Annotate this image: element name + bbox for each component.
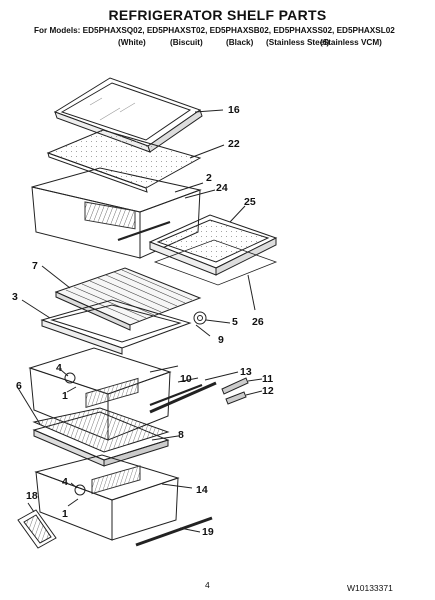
callout-13: 13 bbox=[240, 366, 252, 378]
part-3-frame bbox=[21, 299, 231, 355]
part-18-card bbox=[17, 502, 57, 549]
callout-2: 2 bbox=[206, 172, 212, 184]
callout-3: 3 bbox=[12, 291, 18, 303]
document-number: W10133371 bbox=[347, 583, 393, 593]
part-7-shelf bbox=[41, 265, 202, 331]
color-black: (Black) bbox=[226, 38, 254, 47]
callout-7: 7 bbox=[32, 260, 38, 272]
part-25-shelf bbox=[148, 205, 278, 311]
callout-6: 6 bbox=[16, 380, 22, 392]
color-biscuit: (Biscuit) bbox=[170, 38, 203, 47]
color-white: (White) bbox=[118, 38, 146, 47]
part-14-drawer bbox=[34, 454, 193, 541]
callout-12: 12 bbox=[262, 385, 274, 397]
callout-5: 5 bbox=[232, 316, 238, 328]
callout-26: 26 bbox=[252, 316, 264, 328]
models-line: For Models: ED5PHAXSQ02, ED5PHAXST02, ED… bbox=[34, 26, 395, 35]
callout-10: 10 bbox=[180, 373, 192, 385]
callout-9: 9 bbox=[218, 334, 224, 346]
callout-11: 11 bbox=[262, 373, 274, 385]
page-title: REFRIGERATOR SHELF PARTS bbox=[108, 7, 327, 23]
part-22-glass bbox=[46, 129, 225, 193]
callout-4a: 4 bbox=[56, 362, 62, 374]
callout-1b: 1 bbox=[62, 508, 68, 520]
callout-22: 22 bbox=[228, 138, 240, 150]
callout-1a: 1 bbox=[62, 390, 68, 402]
part-19-rail bbox=[135, 516, 213, 547]
page-number: 4 bbox=[205, 580, 210, 590]
callout-18: 18 bbox=[26, 490, 38, 502]
color-vcm: (Stainless VCM) bbox=[320, 38, 382, 47]
part-6-shelf bbox=[17, 387, 179, 467]
callout-8: 8 bbox=[178, 429, 184, 441]
part-13-slide bbox=[149, 371, 263, 414]
callout-19: 19 bbox=[202, 526, 214, 538]
color-stainless: (Stainless Steel) bbox=[266, 38, 330, 47]
callout-25: 25 bbox=[244, 196, 256, 208]
callout-14: 14 bbox=[196, 484, 208, 496]
callout-4b: 4 bbox=[62, 476, 68, 488]
part-10-drawer bbox=[28, 347, 203, 441]
callout-16: 16 bbox=[228, 104, 240, 116]
callout-24: 24 bbox=[216, 182, 228, 194]
